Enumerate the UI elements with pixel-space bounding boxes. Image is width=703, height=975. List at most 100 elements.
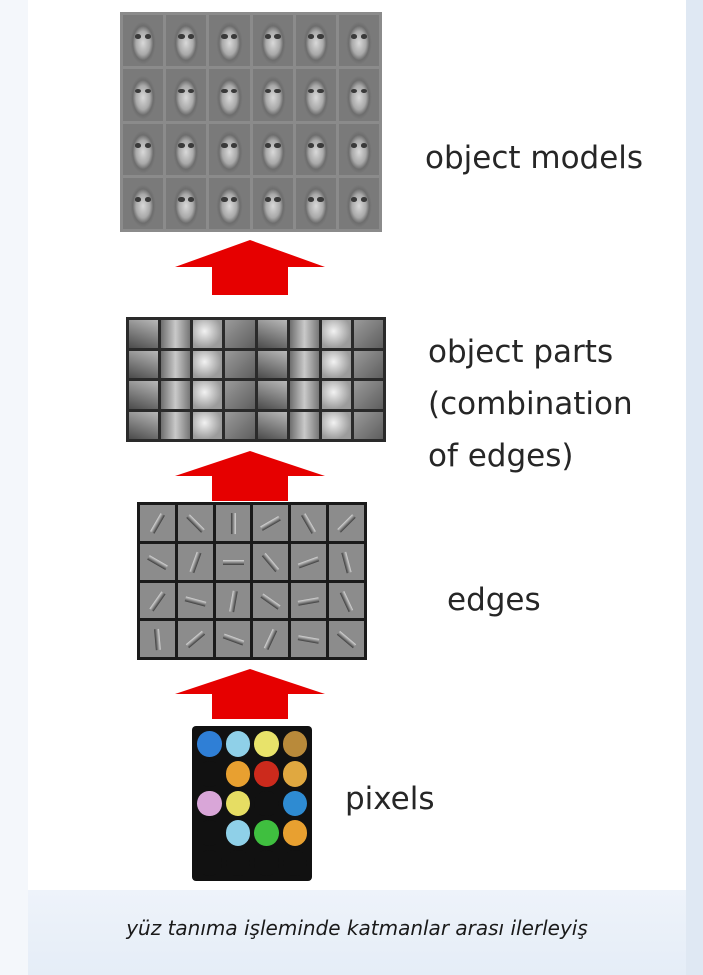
arrow-up-icon: [175, 451, 325, 501]
edge-filter-tile: [140, 543, 175, 580]
face-feature-tile: [123, 15, 164, 67]
edge-filter-tile: [329, 582, 364, 619]
pixel-dot: [282, 760, 307, 787]
face-feature-tile: [338, 123, 379, 175]
face-feature-tile: [209, 177, 250, 229]
edge-filter-tile: [140, 505, 175, 541]
object-part-tile: [353, 381, 383, 409]
edges-grid: [137, 502, 367, 660]
face-feature-tile: [295, 15, 336, 67]
face-feature-tile: [209, 15, 250, 67]
pixel-dot: [197, 850, 222, 876]
right-margin: [686, 0, 703, 975]
object-part-tile: [225, 350, 255, 378]
figure-caption: yüz tanıma işleminde katmanlar arası ile…: [126, 916, 588, 940]
face-feature-tile: [338, 69, 379, 121]
object-part-tile: [161, 411, 191, 439]
edge-filter-tile: [140, 621, 175, 657]
face-feature-tile: [166, 69, 207, 121]
left-margin: [0, 0, 28, 975]
edge-filter-tile: [215, 621, 251, 657]
pixel-dot: [197, 760, 222, 787]
label-object-models: object models: [425, 140, 644, 176]
object-part-tile: [193, 320, 223, 348]
pixels-grid: [192, 726, 312, 881]
edge-filter-tile: [253, 505, 289, 541]
face-feature-tile: [209, 69, 250, 121]
face-feature-tile: [166, 15, 207, 67]
label-pixels: pixels: [345, 781, 435, 817]
caption-band: yüz tanıma işleminde katmanlar arası ile…: [28, 890, 686, 975]
object-models-grid: [120, 12, 382, 232]
object-parts-grid: [126, 317, 386, 442]
face-feature-tile: [123, 123, 164, 175]
object-part-tile: [321, 320, 351, 348]
edge-filter-tile: [291, 582, 327, 619]
face-feature-tile: [123, 69, 164, 121]
edge-filter-tile: [253, 621, 289, 657]
pixel-dot: [282, 731, 307, 757]
edge-filter-tile: [329, 505, 364, 541]
object-part-tile: [289, 350, 319, 378]
object-part-tile: [257, 350, 287, 378]
object-part-tile: [129, 350, 159, 378]
object-part-tile: [193, 411, 223, 439]
face-feature-tile: [209, 123, 250, 175]
face-feature-tile: [295, 177, 336, 229]
object-part-tile: [353, 411, 383, 439]
edge-filter-tile: [177, 621, 213, 657]
pixel-dot: [282, 850, 307, 876]
object-part-tile: [321, 411, 351, 439]
object-part-tile: [289, 381, 319, 409]
object-part-tile: [321, 381, 351, 409]
face-feature-tile: [123, 177, 164, 229]
arrow-up-icon: [175, 669, 325, 719]
edge-filter-tile: [329, 543, 364, 580]
face-feature-tile: [252, 69, 293, 121]
object-part-tile: [225, 411, 255, 439]
edge-filter-tile: [291, 505, 327, 541]
object-part-tile: [161, 350, 191, 378]
object-part-tile: [257, 320, 287, 348]
object-part-tile: [161, 381, 191, 409]
object-part-tile: [225, 381, 255, 409]
object-part-tile: [225, 320, 255, 348]
edge-filter-tile: [329, 621, 364, 657]
edge-filter-tile: [215, 505, 251, 541]
face-feature-tile: [295, 69, 336, 121]
pixel-dot: [282, 790, 307, 817]
object-part-tile: [353, 320, 383, 348]
edge-filter-tile: [177, 582, 213, 619]
face-feature-tile: [166, 177, 207, 229]
pixel-dot: [254, 790, 279, 817]
label-object-parts: object parts: [428, 334, 614, 370]
edge-filter-tile: [291, 543, 327, 580]
object-part-tile: [193, 381, 223, 409]
object-part-tile: [289, 320, 319, 348]
face-feature-tile: [338, 177, 379, 229]
face-feature-tile: [252, 123, 293, 175]
object-part-tile: [129, 320, 159, 348]
edge-filter-tile: [215, 543, 251, 580]
pixel-dot: [197, 790, 222, 817]
edge-filter-tile: [253, 582, 289, 619]
face-feature-tile: [338, 15, 379, 67]
label-combination: (combination: [428, 386, 633, 422]
object-part-tile: [321, 350, 351, 378]
pixel-dot: [197, 731, 222, 757]
object-part-tile: [129, 411, 159, 439]
pixel-dot: [225, 820, 250, 847]
object-part-tile: [289, 411, 319, 439]
pixel-dot: [225, 790, 250, 817]
edge-filter-tile: [291, 621, 327, 657]
pixel-dot: [225, 731, 250, 757]
edge-filter-tile: [177, 505, 213, 541]
object-part-tile: [161, 320, 191, 348]
arrow-up-icon: [175, 240, 325, 295]
edge-filter-tile: [253, 543, 289, 580]
object-part-tile: [353, 350, 383, 378]
edge-filter-tile: [140, 582, 175, 619]
pixel-dot: [254, 820, 279, 847]
object-part-tile: [257, 381, 287, 409]
pixel-dot: [254, 760, 279, 787]
